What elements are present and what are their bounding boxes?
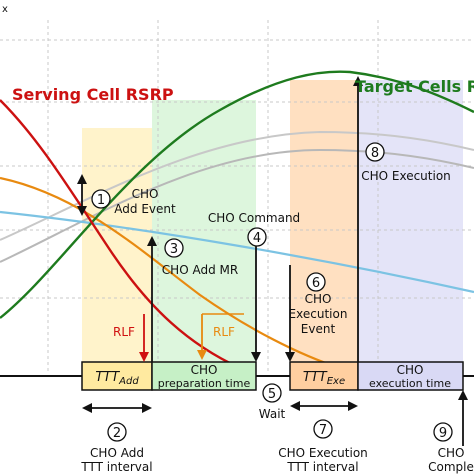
cho-add-mr-label: CHO Add MR xyxy=(162,263,238,277)
ttt-add-box xyxy=(81,361,153,391)
gray-curve-2 xyxy=(0,130,474,241)
ttt-add-region xyxy=(82,128,152,368)
prep-time-line2: preparation time xyxy=(158,377,251,390)
serving-cell-curve xyxy=(0,99,241,370)
exec-event-line2: Execution xyxy=(289,307,348,321)
marker-1-label: 1 xyxy=(97,193,105,208)
bottom-exec-line1: CHO Execution xyxy=(278,446,368,460)
bottom-add-line2: TTT interval xyxy=(80,460,152,474)
ttt-exe-label: TTTExe xyxy=(303,370,345,387)
marker-4-label: 4 xyxy=(253,231,261,246)
cho-add-event-line2: Add Event xyxy=(114,202,176,216)
execution-box xyxy=(357,361,464,391)
bottom-exec-line2: TTT interval xyxy=(286,460,358,474)
marker-9-label: 9 xyxy=(439,426,447,441)
marker-5-label: 5 xyxy=(268,387,276,402)
marker-8: 8 xyxy=(365,142,385,162)
marker-2: 2 xyxy=(107,422,127,442)
cho-command-label: CHO Command xyxy=(208,211,300,225)
bottom-add-line1: CHO Add xyxy=(90,446,144,460)
rlf-right-label: RLF xyxy=(213,325,235,339)
preparation-box xyxy=(151,361,257,391)
ttt-add-main: TTT xyxy=(95,370,120,385)
bottom-complete-line2: Comple xyxy=(428,460,474,474)
target-cell-title: Target Cells RS xyxy=(355,77,474,96)
marker-9: 9 xyxy=(433,422,453,442)
execution-region xyxy=(358,80,463,368)
exec-time-line1: CHO xyxy=(397,363,424,377)
exec-event-line3: Event xyxy=(301,322,336,336)
serving-cell-title: Serving Cell RSRP xyxy=(12,85,174,104)
orange-curve xyxy=(0,176,341,370)
grid xyxy=(0,20,474,372)
ttt-add-label: TTTAdd xyxy=(95,370,139,387)
wait-label: Wait xyxy=(259,407,286,421)
rlf-left-label: RLF xyxy=(113,325,135,339)
cho-execution-label: CHO Execution xyxy=(361,169,451,183)
prep-time-line1: CHO xyxy=(191,363,218,377)
ttt-exe-sub: Exe xyxy=(327,376,345,387)
gray-curve-1 xyxy=(0,148,474,263)
ttt-add-sub: Add xyxy=(118,376,139,387)
marker-8-label: 8 xyxy=(371,146,379,161)
marker-5: 5 xyxy=(262,383,282,403)
marker-3-label: 3 xyxy=(170,242,178,257)
marker-3: 3 xyxy=(164,238,184,258)
marker-7: 7 xyxy=(313,419,333,439)
corner-mark: x xyxy=(2,4,8,15)
marker-6: 6 xyxy=(306,272,326,292)
ttt-exe-main: TTT xyxy=(303,370,328,385)
exec-time-line2: execution time xyxy=(369,377,451,390)
marker-4: 4 xyxy=(247,227,267,247)
bottom-complete-line1: CHO xyxy=(438,446,465,460)
ttt-exe-region xyxy=(290,80,358,368)
marker-2-label: 2 xyxy=(113,426,121,441)
marker-7-label: 7 xyxy=(319,423,327,438)
ttt-exe-box xyxy=(289,361,359,391)
cho-add-event-line1: CHO xyxy=(132,187,159,201)
marker-1: 1 xyxy=(91,189,111,209)
target-cell-curve xyxy=(0,70,474,319)
exec-event-line1: CHO xyxy=(305,292,332,306)
lightblue-curve xyxy=(0,210,474,294)
marker-6-label: 6 xyxy=(312,276,320,291)
